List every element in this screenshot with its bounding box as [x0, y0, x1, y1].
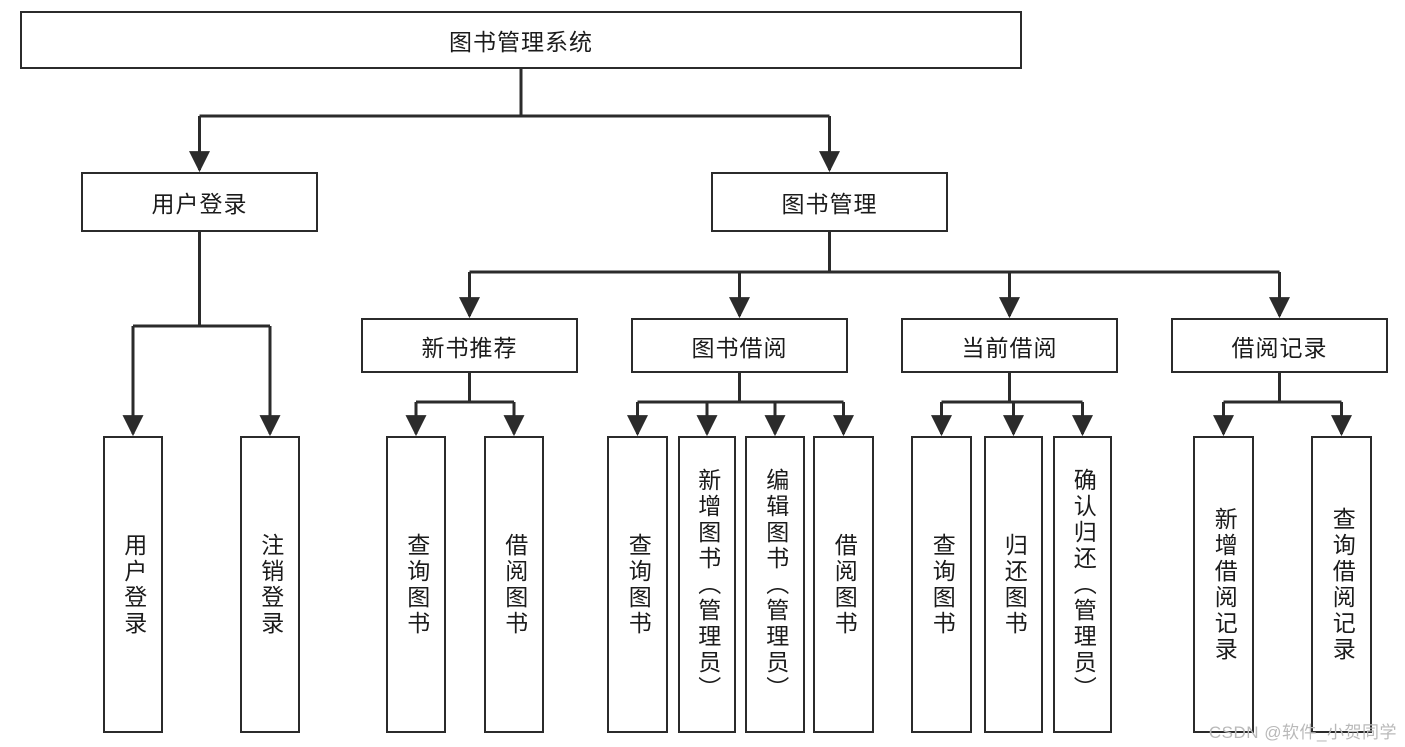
leaf-borrow-book-2-label: 借阅图书	[831, 532, 858, 637]
leaf-add-borrow-record-label: 新增借阅记录	[1211, 506, 1238, 663]
node-root-label: 图书管理系统	[449, 29, 593, 55]
leaf-user-login-label: 用户登录	[120, 532, 147, 637]
node-book-manage-label: 图书管理	[781, 191, 878, 217]
node-new-book-recommend-label: 新书推荐	[421, 334, 518, 361]
node-book-borrow-label: 图书借阅	[691, 334, 788, 361]
leaf-confirm-return-label: 确认归还（管理员）	[1070, 467, 1097, 702]
leaf-return-book[interactable]: 归还图书	[984, 436, 1043, 733]
leaf-query-book-3[interactable]: 查询图书	[911, 436, 972, 733]
leaf-query-book-1-label: 查询图书	[403, 532, 430, 637]
node-current-borrow-label: 当前借阅	[961, 334, 1058, 361]
leaf-query-book-3-label: 查询图书	[929, 532, 956, 637]
leaf-query-borrow-record[interactable]: 查询借阅记录	[1311, 436, 1372, 733]
leaf-borrow-book-1-label: 借阅图书	[501, 532, 528, 637]
leaf-logout[interactable]: 注销登录	[240, 436, 300, 733]
node-borrow-record[interactable]: 借阅记录	[1171, 318, 1388, 373]
leaf-return-book-label: 归还图书	[1001, 532, 1028, 637]
leaf-query-book-2-label: 查询图书	[625, 532, 652, 637]
leaf-edit-book[interactable]: 编辑图书（管理员）	[745, 436, 805, 733]
leaf-add-borrow-record[interactable]: 新增借阅记录	[1193, 436, 1254, 733]
node-borrow-record-label: 借阅记录	[1231, 334, 1328, 361]
leaf-user-login[interactable]: 用户登录	[103, 436, 163, 733]
node-root[interactable]: 图书管理系统	[20, 11, 1022, 69]
leaf-borrow-book-2[interactable]: 借阅图书	[813, 436, 874, 733]
leaf-query-borrow-record-label: 查询借阅记录	[1329, 506, 1356, 663]
leaf-query-book-2[interactable]: 查询图书	[607, 436, 668, 733]
leaf-borrow-book-1[interactable]: 借阅图书	[484, 436, 544, 733]
node-book-manage[interactable]: 图书管理	[711, 172, 948, 232]
node-user-login-label: 用户登录	[151, 191, 248, 217]
node-user-login[interactable]: 用户登录	[81, 172, 318, 232]
leaf-logout-label: 注销登录	[257, 532, 284, 637]
leaf-add-book[interactable]: 新增图书（管理员）	[678, 436, 736, 733]
leaf-confirm-return[interactable]: 确认归还（管理员）	[1053, 436, 1112, 733]
leaf-edit-book-label: 编辑图书（管理员）	[762, 467, 789, 702]
node-new-book-recommend[interactable]: 新书推荐	[361, 318, 578, 373]
leaf-query-book-1[interactable]: 查询图书	[386, 436, 446, 733]
node-book-borrow[interactable]: 图书借阅	[631, 318, 848, 373]
leaf-add-book-label: 新增图书（管理员）	[694, 467, 721, 702]
node-current-borrow[interactable]: 当前借阅	[901, 318, 1118, 373]
